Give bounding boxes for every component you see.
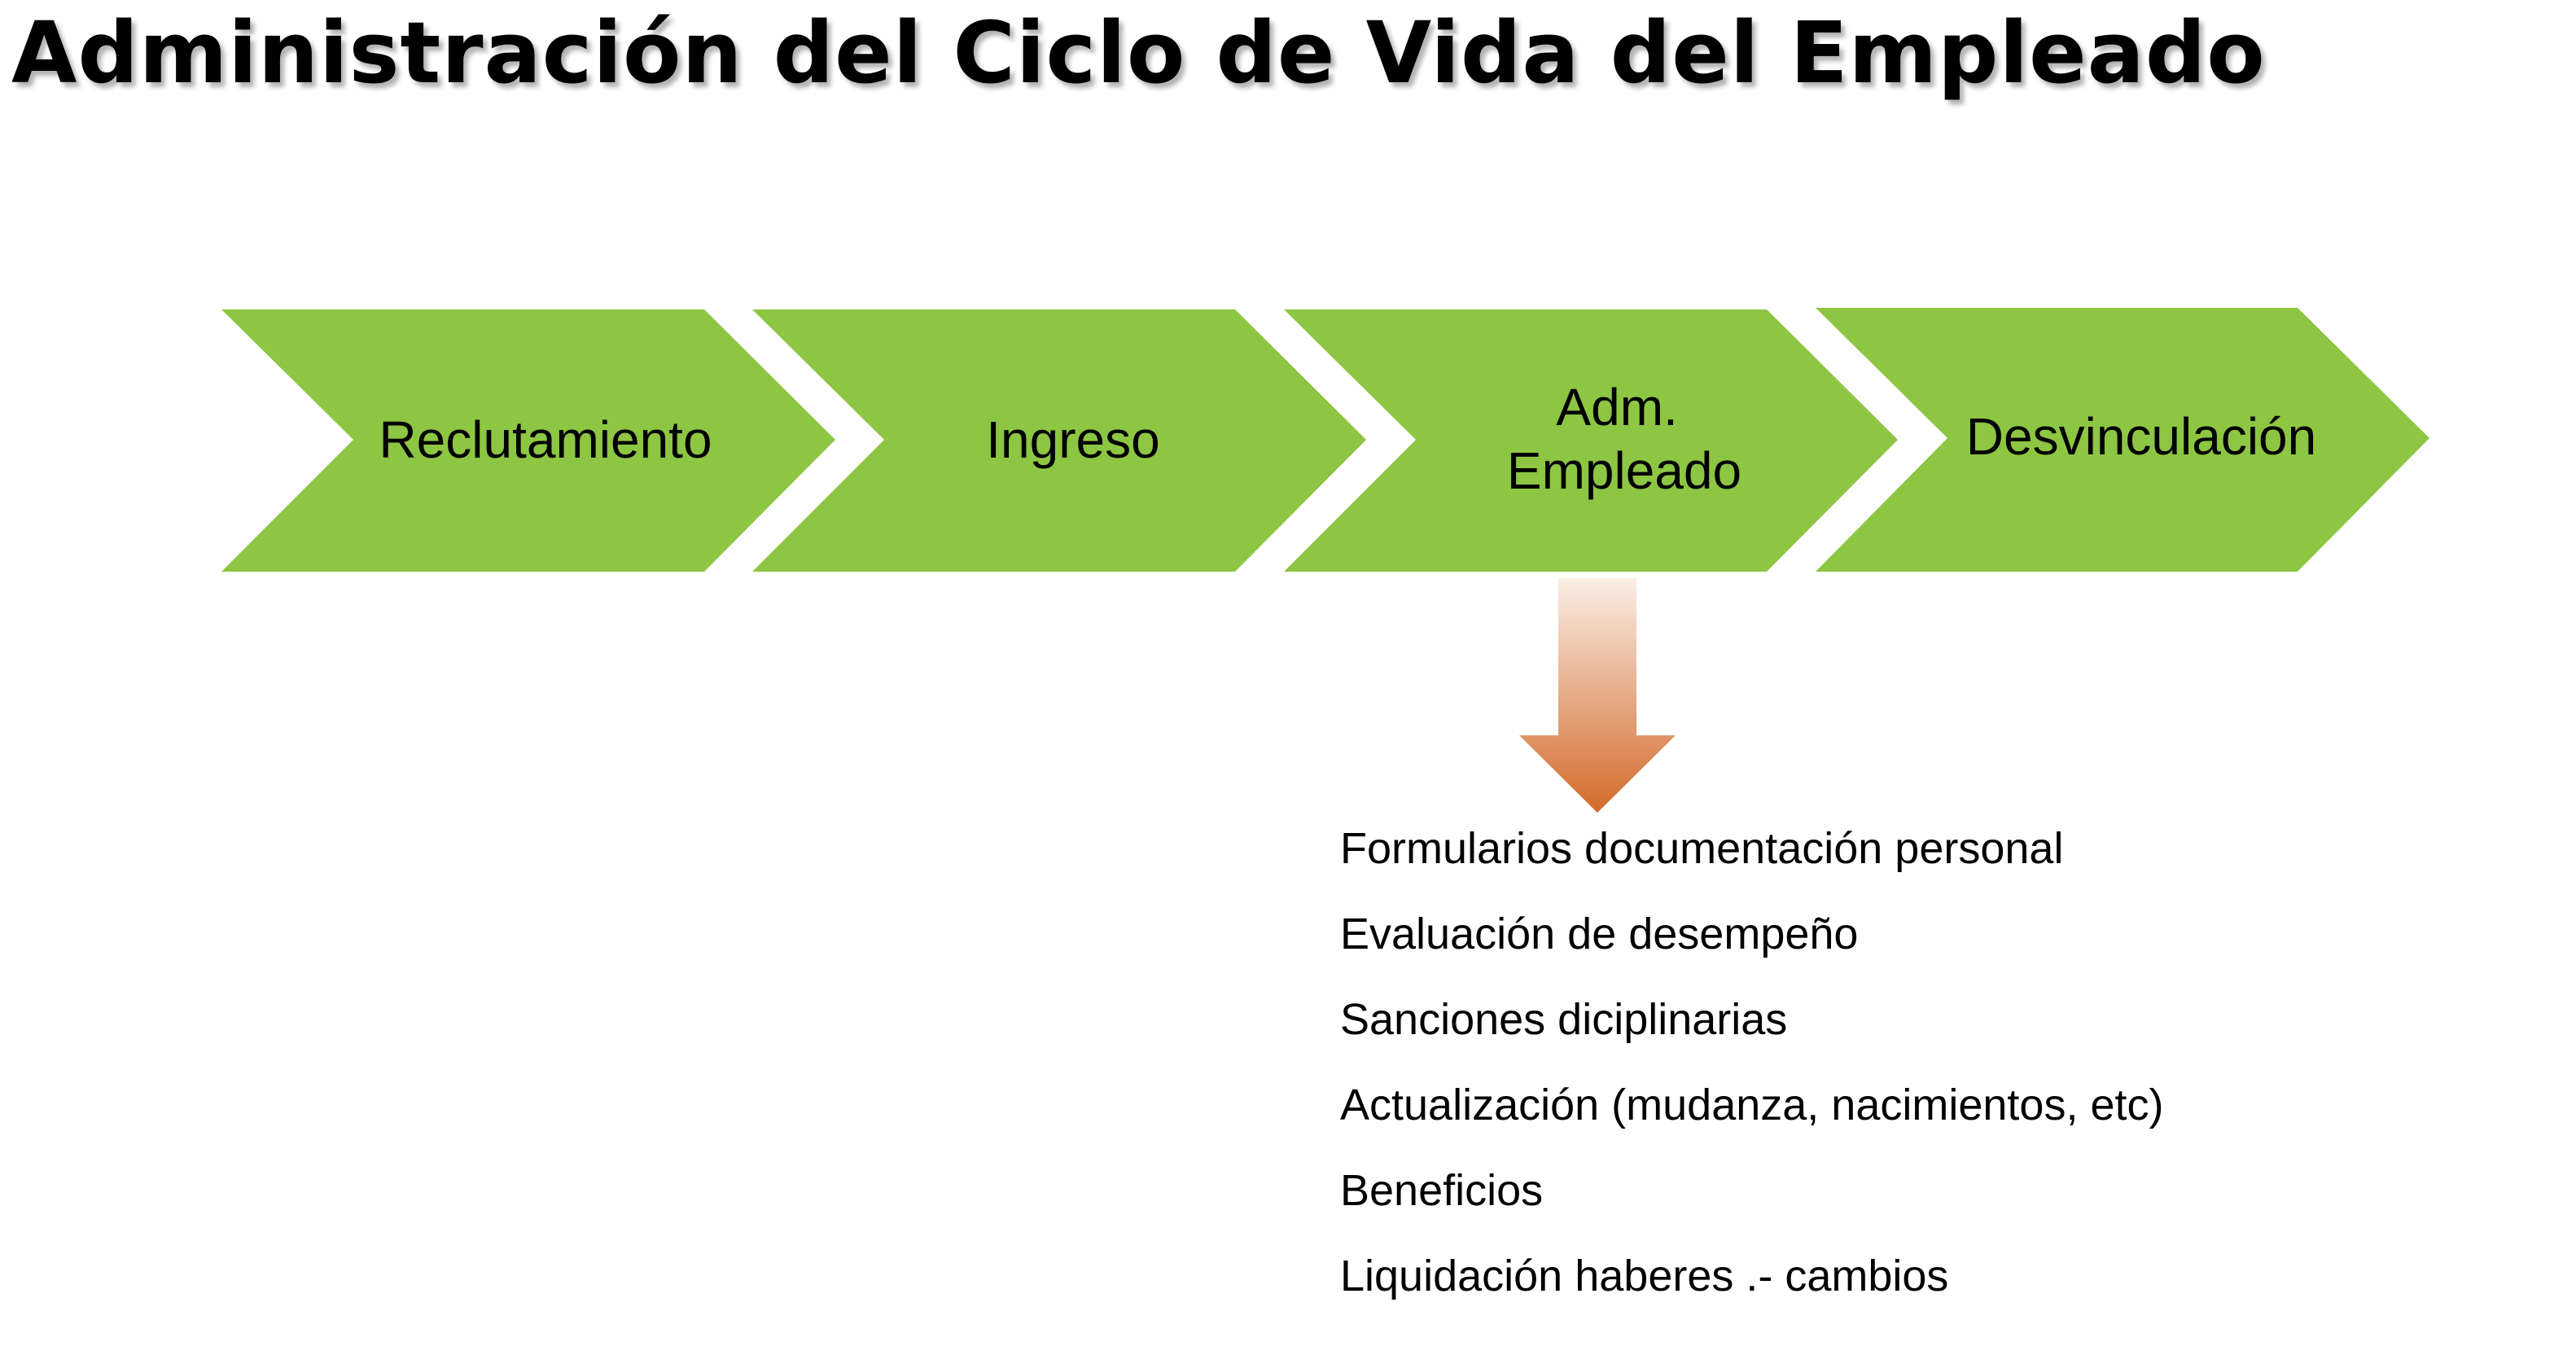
list-item: Liquidación haberes .- cambios: [1340, 1252, 1949, 1300]
chevron-reclutamiento: [221, 309, 835, 572]
page-title: Administración del Ciclo de Vida del Emp…: [11, 3, 2266, 103]
list-item: Sanciones diciplinarias: [1340, 995, 1788, 1044]
adm-empleado-details-list: Formularios documentación personal Evalu…: [1340, 806, 2163, 1319]
stage-label-ingreso: Ingreso: [986, 410, 1159, 469]
stage-label-line: Empleado: [1507, 441, 1741, 500]
stage-label-adm-empleado: Adm. Empleado: [1507, 378, 1741, 500]
chevron-desvinculacion: [1816, 308, 2429, 572]
chevron-adm-empleado: [1284, 309, 1898, 572]
stage-label-line: Reclutamiento: [379, 410, 712, 469]
stage-label-line: Ingreso: [986, 410, 1159, 469]
list-item: Actualización (mudanza, nacimientos, etc…: [1340, 1081, 2164, 1129]
list-item: Evaluación de desempeño: [1340, 910, 1859, 958]
stage-label-reclutamiento: Reclutamiento: [379, 410, 712, 469]
stage-label-desvinculacion: Desvinculación: [1966, 407, 2316, 466]
stage-label-line: Adm.: [1556, 378, 1677, 436]
list-item: Beneficios: [1340, 1166, 1544, 1215]
list-item: Formularios documentación personal: [1340, 824, 2064, 873]
chevron-ingreso: [752, 309, 1366, 572]
down-arrow-icon: [1519, 578, 1676, 813]
stage-label-line: Desvinculación: [1966, 407, 2316, 466]
